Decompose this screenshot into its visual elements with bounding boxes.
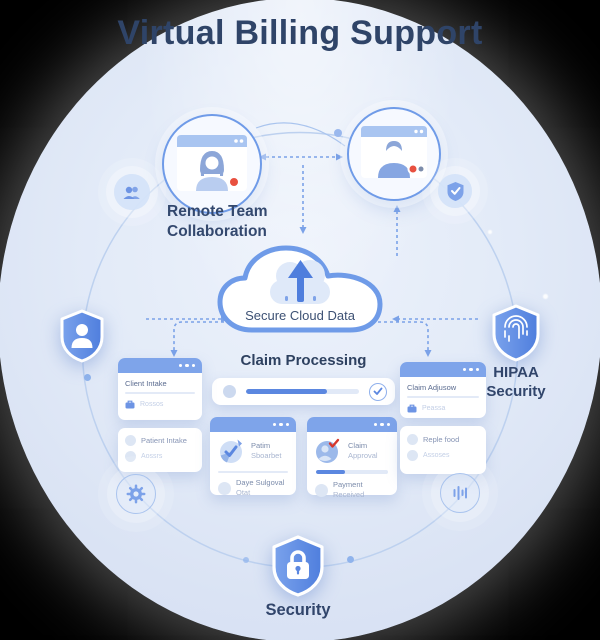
approval-progress-bar	[316, 470, 388, 474]
video-call-right	[347, 107, 441, 201]
avatar	[218, 481, 231, 495]
record-dot-icon	[407, 163, 419, 175]
claim-approval-card: Claim Approval Payment Received	[307, 417, 397, 499]
avatar	[407, 450, 418, 461]
list-item: Assoses	[423, 452, 450, 459]
card-status: Patim Sboarbet	[251, 440, 282, 460]
security-shield-badge	[271, 535, 325, 602]
list-item: Aossrs	[141, 453, 163, 460]
shield-check-chip	[438, 174, 472, 208]
page-title: Virtual Billing Support	[117, 14, 483, 52]
sparkle-dot	[488, 230, 492, 234]
claim-progress-card	[212, 378, 395, 405]
card-item: Peassa	[422, 405, 446, 412]
team-icon	[123, 186, 140, 199]
patient-intake-card: Patient Intake Aossrs	[118, 428, 202, 472]
hipaa-shield-badge	[491, 304, 541, 367]
gear-icon	[126, 484, 146, 504]
ring-dot	[347, 556, 354, 563]
claim-submitted-card: Patim Sboarbet Daye Sulgoval Otat	[210, 417, 296, 498]
list-item: Reple food	[423, 435, 460, 444]
card-header	[400, 362, 486, 377]
card-title: Claim Adjusow	[407, 383, 457, 392]
briefcase-icon	[125, 400, 135, 409]
claim-progress-bar	[246, 389, 359, 394]
security-label: Security	[265, 601, 331, 619]
cloud-label: Secure Cloud Data	[245, 308, 355, 323]
reviewers-card: Reple food Assoses	[400, 426, 486, 474]
user-shield-badge	[59, 309, 105, 368]
fingerprint-shield-icon	[492, 304, 540, 362]
avatar	[125, 435, 136, 446]
gear-chip	[116, 474, 156, 514]
avatar	[125, 451, 136, 462]
card-title: Client Intake	[125, 379, 167, 388]
woman-avatar-video-icon	[177, 135, 247, 191]
client-intake-card: Client Intake Rossos	[118, 358, 202, 420]
man-avatar-video-icon	[361, 126, 427, 178]
user-shield-icon	[60, 309, 104, 363]
equalizer-icon	[453, 486, 467, 500]
card-item: Rossos	[140, 401, 164, 408]
check-circle-icon	[369, 382, 387, 401]
claim-adjuster-card: Claim Adjusow Peassa	[400, 362, 486, 418]
card-header	[118, 358, 202, 373]
avatar	[407, 434, 418, 445]
card-status: Claim Approval	[348, 440, 378, 460]
avatar	[315, 483, 328, 497]
card-detail: Daye Sulgoval Otat	[236, 478, 285, 498]
pie-check-icon	[220, 439, 242, 463]
cloud-upload-icon	[217, 245, 383, 333]
ring-dot	[243, 557, 249, 563]
video-call-left	[162, 114, 262, 214]
lock-shield-icon	[272, 535, 324, 597]
shield-check-icon	[447, 181, 463, 201]
briefcase-icon	[407, 404, 417, 413]
equalizer-chip	[440, 473, 480, 513]
sparkle-dot	[543, 294, 548, 299]
ring-dot	[84, 374, 91, 381]
team-chip	[114, 174, 150, 210]
hipaa-label: HIPAA Security	[486, 364, 546, 400]
list-item: Patient Intake	[141, 436, 187, 445]
placeholder-circle-icon	[223, 385, 236, 398]
card-detail: Payment Received	[333, 480, 365, 500]
card-header	[210, 417, 296, 432]
claim-processing-title: Claim Processing	[240, 352, 367, 369]
secure-cloud-node: Secure Cloud Data	[212, 238, 388, 342]
collaboration-label: Remote Team Collaboration	[167, 203, 268, 240]
approval-check-icon	[316, 438, 340, 463]
record-dot-icon	[228, 176, 240, 188]
card-header	[307, 417, 397, 432]
